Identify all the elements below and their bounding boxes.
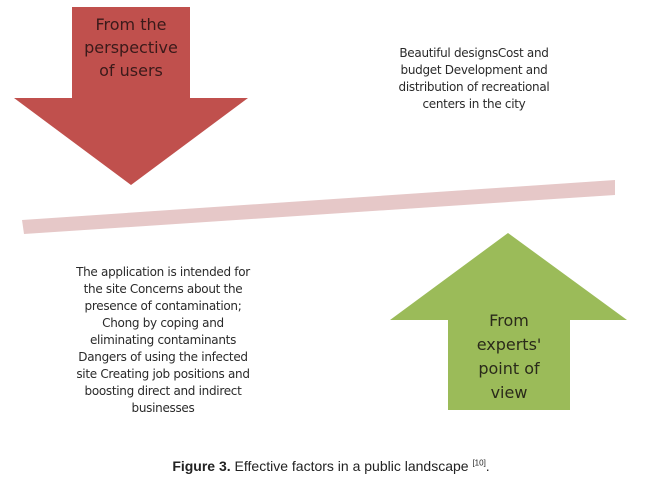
experts-arrow-label-1: From bbox=[489, 311, 529, 330]
caption-label: Figure 3. bbox=[172, 458, 231, 474]
experts-arrow-up bbox=[390, 233, 627, 410]
experts-factors-line: boosting direct and indirect bbox=[85, 384, 243, 398]
experts-factors-line: the site Concerns about the bbox=[84, 282, 243, 296]
users-arrow-label-1: From the bbox=[96, 15, 167, 34]
users-factors-line: distribution of recreational bbox=[399, 80, 550, 94]
users-arrow-label-2: perspective bbox=[84, 38, 178, 57]
users-factors-line: budget Development and bbox=[401, 63, 548, 77]
experts-factors-line: eliminating contaminants bbox=[90, 333, 236, 347]
users-factors-line: centers in the city bbox=[423, 97, 526, 111]
experts-factors-line: businesses bbox=[132, 401, 195, 415]
figure-caption: Figure 3. Effective factors in a public … bbox=[0, 458, 662, 474]
users-arrow-label-3: of users bbox=[99, 61, 163, 80]
divider-band bbox=[22, 180, 615, 234]
experts-factors-line: Dangers of using the infected bbox=[78, 350, 247, 364]
experts-factors-line: presence of contamination; bbox=[85, 299, 242, 313]
experts-factors-line: Chong by coping and bbox=[102, 316, 224, 330]
experts-factors-line: The application is intended for bbox=[75, 265, 250, 279]
users-arrow-down bbox=[14, 7, 248, 185]
experts-factors-line: site Creating job positions and bbox=[76, 367, 249, 381]
experts-arrow-label-2: experts' bbox=[477, 335, 542, 354]
caption-text: Effective factors in a public landscape bbox=[230, 458, 473, 474]
experts-arrow-label-3: point of bbox=[478, 359, 540, 378]
users-factors-line: Beautiful designsCost and bbox=[399, 46, 548, 60]
caption-end: . bbox=[485, 458, 490, 474]
experts-arrow-label-4: view bbox=[491, 383, 528, 402]
caption-reference[interactable]: [10] bbox=[472, 458, 486, 468]
